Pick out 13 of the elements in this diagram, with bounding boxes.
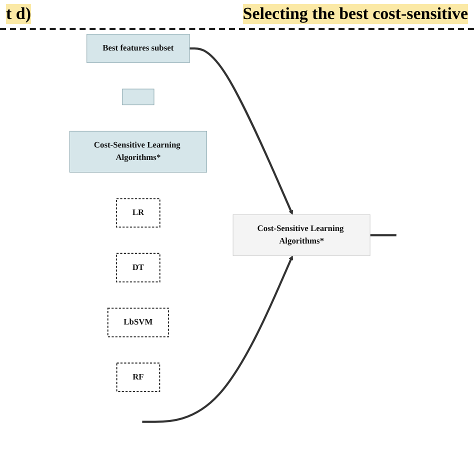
node-box: DT [116, 252, 160, 282]
node-box: LbSVM [107, 308, 170, 338]
node-box: LR [116, 198, 160, 228]
arrow [190, 47, 294, 215]
node-box [122, 88, 154, 106]
node-box: Best features subset [86, 34, 190, 63]
section-heading: Selecting the best cost-sensitive [242, 4, 468, 24]
section-heading: t d) [6, 4, 32, 24]
node-box: Cost-Sensitive Learning Algorithms* [69, 130, 207, 173]
node-box: Cost-Sensitive Learning Algorithms* [232, 214, 370, 256]
arrow [142, 255, 294, 423]
node-box: RF [116, 362, 160, 392]
connector [370, 234, 396, 236]
